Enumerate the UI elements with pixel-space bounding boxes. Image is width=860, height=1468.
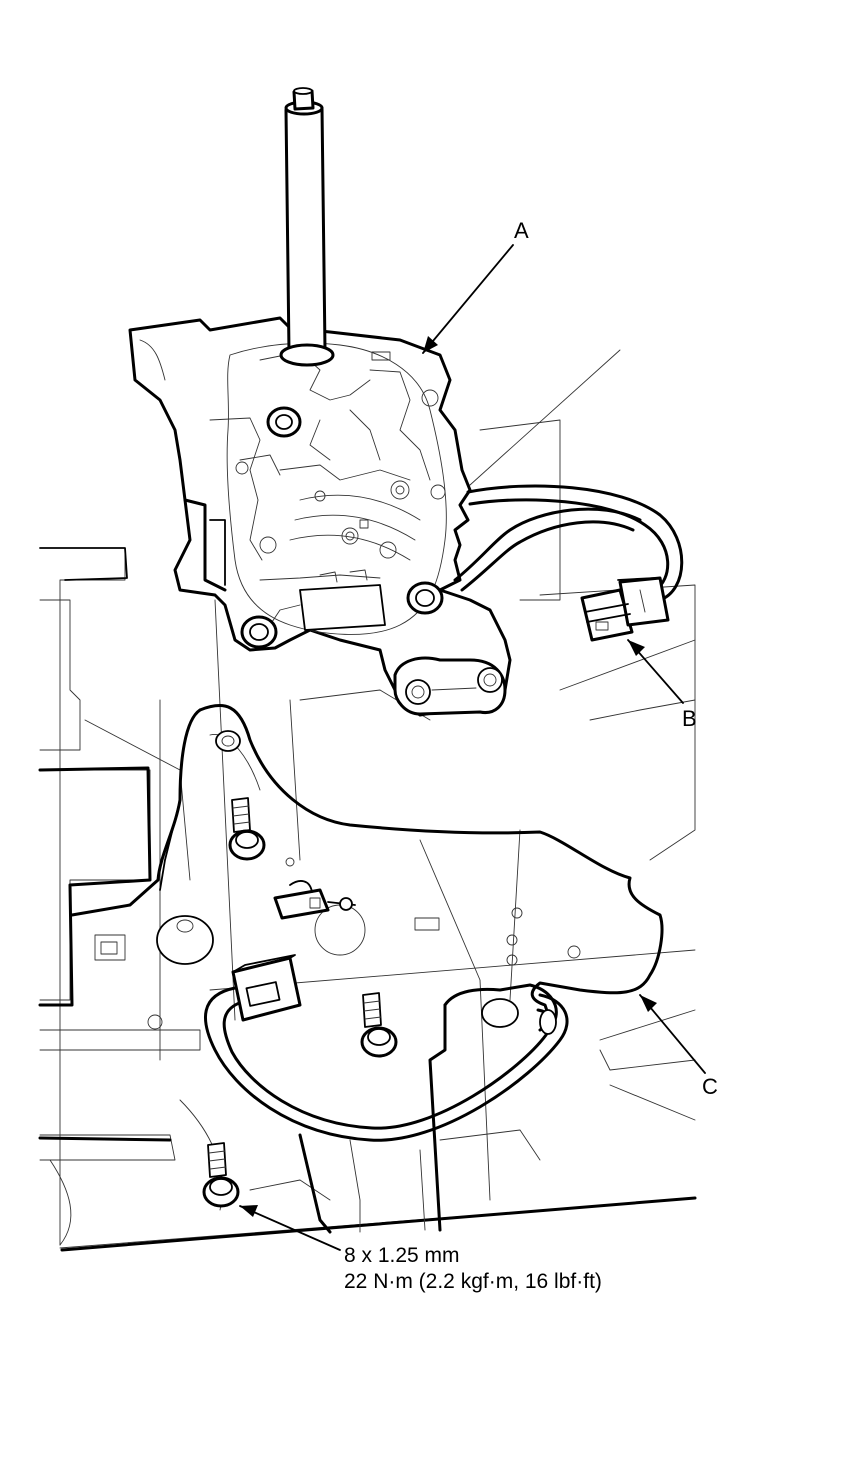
callout-a-arrowhead: [423, 336, 438, 353]
callout-b-arrowhead: [628, 640, 645, 656]
callout-label-c: C: [702, 1074, 718, 1099]
harness-c: [203, 986, 569, 1142]
connector-b: [580, 576, 670, 642]
vehicle-body-structure: [38, 349, 697, 1252]
callout-label-a: A: [514, 218, 529, 243]
harness-b: [453, 484, 684, 602]
harness-c-connector: [231, 954, 302, 1022]
bolt-upper-left: [228, 797, 266, 861]
bolt-centre: [360, 992, 398, 1058]
bolt-size-spec: 8 x 1.25 mm: [344, 1244, 460, 1267]
callout-label-b: B: [682, 706, 697, 731]
bolt-spec-arrowhead: [240, 1205, 258, 1217]
shift-lever-base-bracket: [70, 704, 664, 1234]
leader-lines: [239, 244, 706, 1251]
shift-lever-housing-a: [128, 316, 512, 717]
callout-c-arrowhead: [640, 995, 657, 1012]
shift-lever-shaft: [279, 87, 335, 367]
bolt-torque-spec: 22 N·m (2.2 kgf·m, 16 lbf·ft): [344, 1270, 602, 1293]
bolt-lower-left: [202, 1142, 240, 1208]
centre-small-connector: [273, 880, 356, 920]
